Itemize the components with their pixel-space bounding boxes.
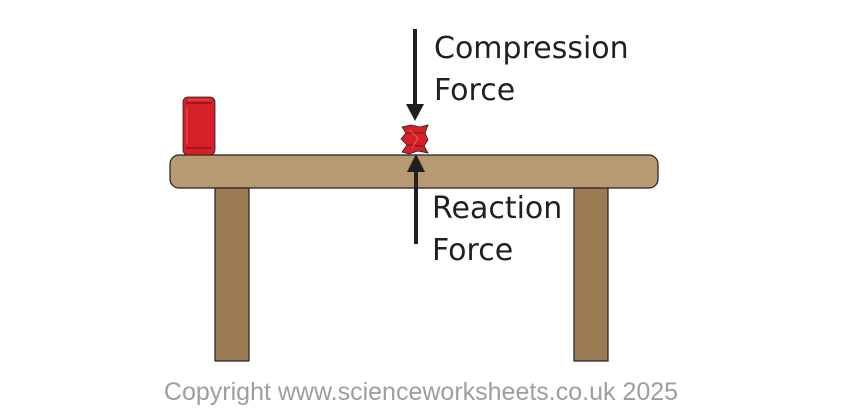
compression-force-label: Compression Force — [434, 28, 629, 112]
copyright-text: Copyright www.scienceworksheets.co.uk 20… — [163, 378, 679, 406]
reaction-force-label: Reaction Force — [432, 188, 562, 272]
intact-can — [182, 96, 216, 156]
reaction-label-line1: Reaction — [432, 191, 563, 226]
table-leg-right — [573, 186, 609, 362]
compression-label-line1: Compression — [434, 31, 629, 66]
reaction-arrow — [407, 154, 425, 244]
compression-arrow — [406, 29, 424, 121]
reaction-label-line2: Force — [432, 233, 514, 268]
compression-label-line2: Force — [434, 73, 516, 108]
table-leg-left — [214, 186, 250, 362]
crushed-can — [400, 124, 429, 155]
